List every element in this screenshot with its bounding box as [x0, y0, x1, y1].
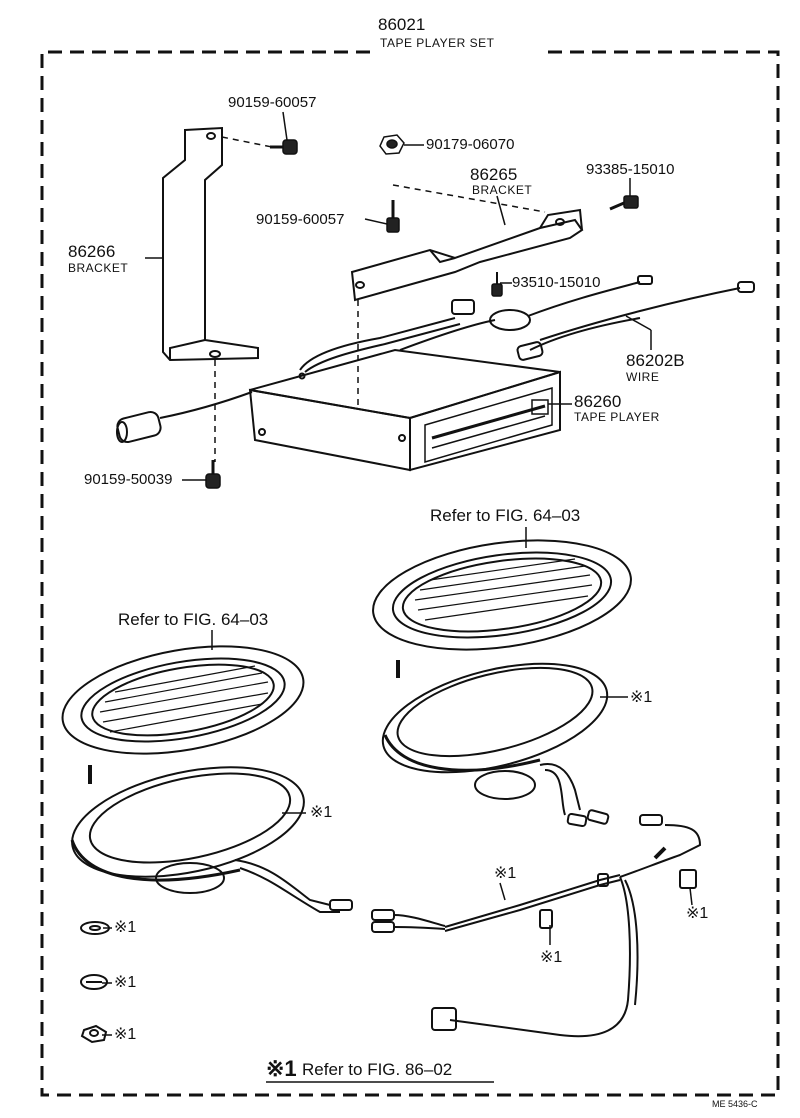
screw-90159-60057-top-drawing [270, 139, 298, 155]
part-label-86202B: 86202B [626, 351, 685, 370]
drawing-code: ME 5436-C [712, 1099, 758, 1109]
marker-nut: ※1 [114, 1026, 137, 1043]
marker-clip-center: ※1 [540, 949, 563, 966]
part-label-90179-06070: 90179-06070 [426, 136, 515, 153]
part-name-86202B: WIRE [626, 370, 660, 384]
footnote-symbol: ※1 [266, 1056, 297, 1081]
grille-upper-right-drawing [372, 539, 632, 678]
speaker-left-drawing [70, 766, 353, 913]
marker-speaker-right: ※1 [630, 689, 653, 706]
part-label-93385-15010: 93385-15010 [586, 161, 675, 178]
speaker-right-drawing [381, 662, 610, 828]
set-name: TAPE PLAYER SET [380, 36, 495, 50]
bracket-86266-drawing [162, 126, 259, 362]
part-label-90159-60057-middle: 90159-60057 [256, 211, 345, 228]
bolt-93385-15010-drawing [609, 195, 639, 211]
grille-left-drawing [61, 645, 305, 784]
harness-wires-drawing [116, 275, 755, 444]
part-name-86266: BRACKET [68, 261, 129, 275]
reference-left-grille: Refer to FIG. 64–03 [118, 610, 269, 629]
reference-upper-grille: Refer to FIG. 64–03 [430, 506, 581, 525]
marker-clip-right: ※1 [686, 905, 709, 922]
bracket-86265-drawing [350, 208, 584, 302]
speaker-harness-drawing [371, 814, 702, 1038]
screw-90159-60057-middle-drawing [386, 200, 400, 233]
part-label-86265: 86265 [470, 165, 518, 184]
screw-93510-15010-drawing [491, 272, 503, 297]
marker-speaker-left: ※1 [310, 804, 333, 821]
part-label-90159-60057-top: 90159-60057 [228, 94, 317, 111]
hardware-small-drawing [80, 921, 110, 1044]
marker-lock-washer: ※1 [114, 974, 137, 991]
part-label-93510-15010: 93510-15010 [512, 274, 601, 291]
part-label-90159-50039: 90159-50039 [84, 471, 173, 488]
marker-harness: ※1 [494, 865, 517, 882]
set-boundary-frame [40, 50, 780, 1097]
nut-90179-06070-drawing [379, 134, 405, 155]
part-name-86260: TAPE PLAYER [574, 410, 660, 424]
marker-washer: ※1 [114, 919, 137, 936]
footnote-text: Refer to FIG. 86–02 [302, 1060, 453, 1079]
screw-90159-50039-drawing [205, 460, 221, 489]
tape-player-86260-drawing [248, 348, 561, 472]
part-name-86265: BRACKET [472, 183, 533, 197]
part-label-86260: 86260 [574, 392, 622, 411]
leader-lines [102, 111, 693, 1083]
part-label-86266: 86266 [68, 242, 116, 261]
set-part-number: 86021 [378, 15, 426, 34]
